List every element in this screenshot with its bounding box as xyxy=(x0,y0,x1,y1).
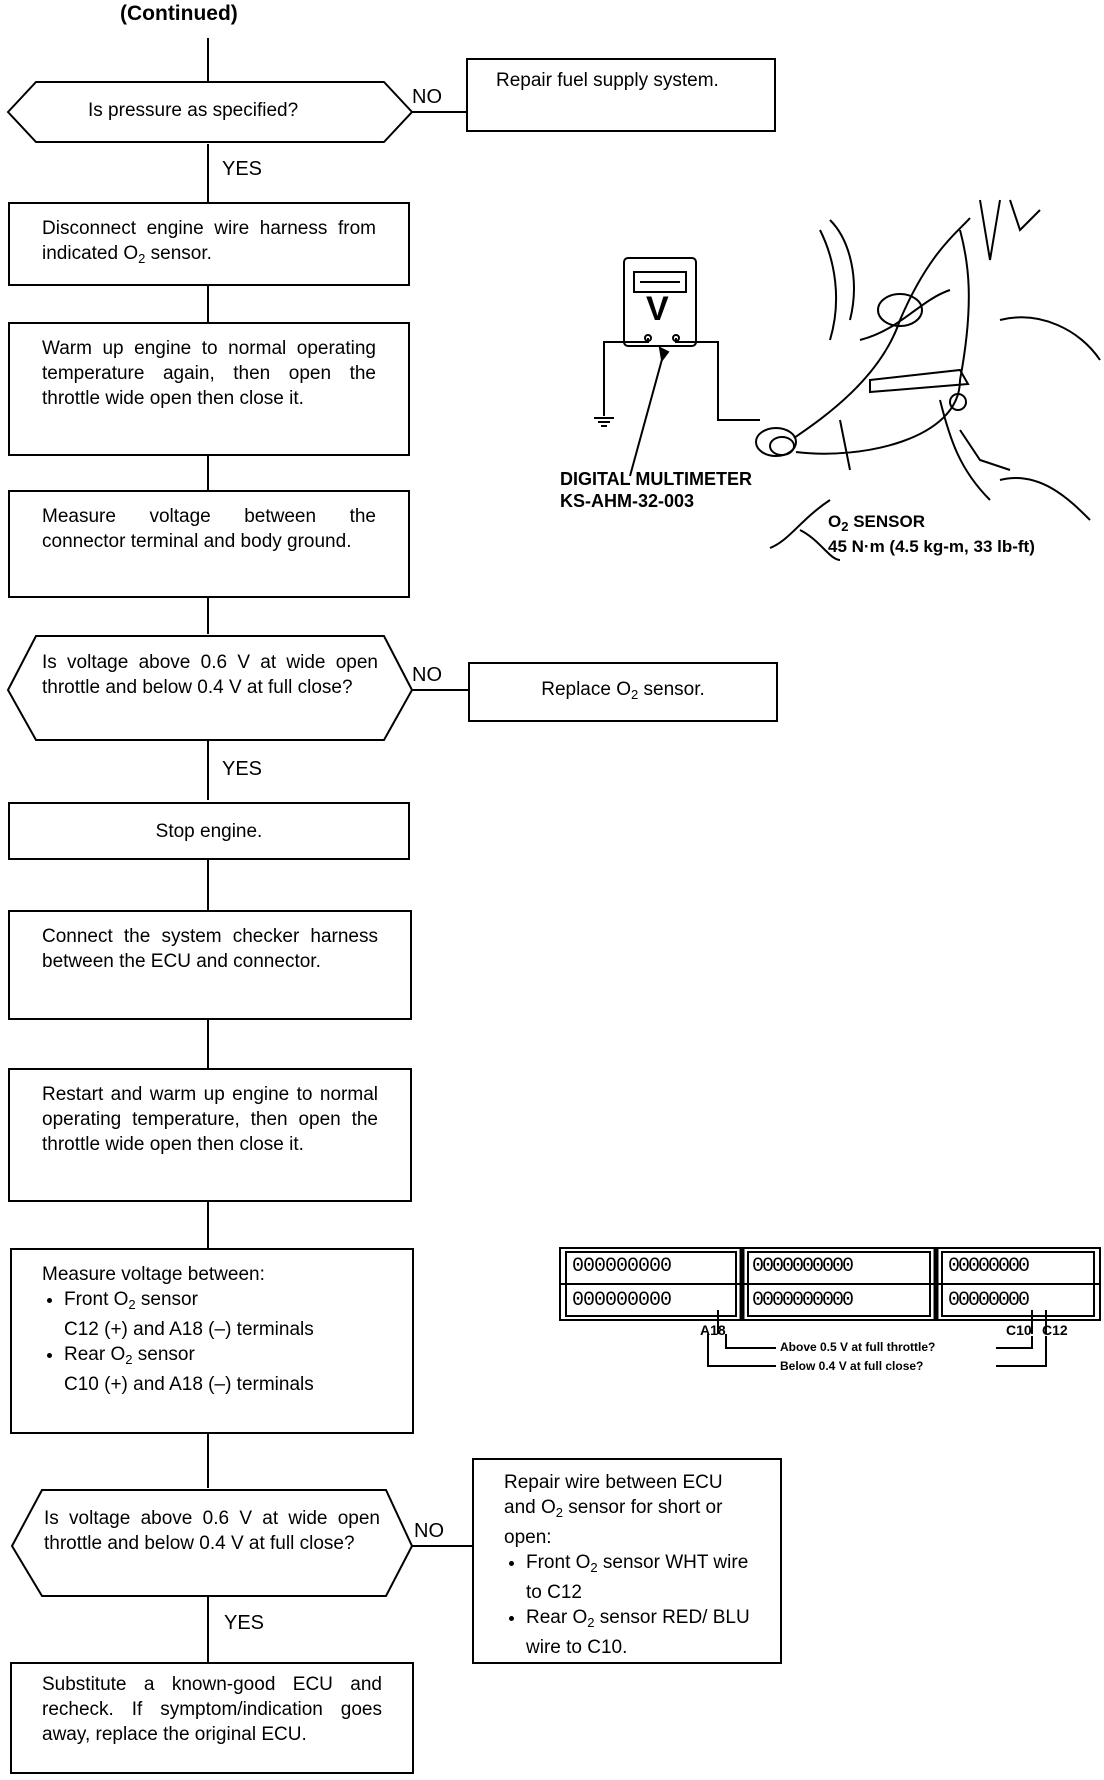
measure-voltage-box: Measure voltage between the connector te… xyxy=(8,490,410,598)
disconnect-harness-box: Disconnect engine wire harness from indi… xyxy=(8,202,410,286)
page-title: (Continued) xyxy=(120,2,238,25)
measure-terminals-heading: Measure voltage between: xyxy=(42,1264,265,1285)
replace-o2-text-a: Replace O xyxy=(541,679,631,700)
repair-wire-box: Repair wire between ECU and O2 sensor fo… xyxy=(472,1458,782,1664)
repair-wire-front-item: Front O2 sensor WHT wire to C12 xyxy=(526,1550,750,1605)
replace-o2-text-b: sensor. xyxy=(638,679,705,700)
o2-sensor-torque: 45 N·m (4.5 kg-m, 33 lb-ft) xyxy=(828,537,1035,556)
decision-1-no-label: NO xyxy=(412,86,442,108)
measure-voltage-text: Measure voltage between the connector te… xyxy=(42,506,376,552)
decision-2-yes-label: YES xyxy=(222,758,263,780)
connect-checker-text: Connect the system checker harness betwe… xyxy=(42,926,378,972)
measure-terminals-box: Measure voltage between: Front O2 sensor… xyxy=(10,1248,414,1434)
pin-c12-label: C12 xyxy=(1042,1322,1068,1338)
decision-1-yes-label: YES xyxy=(222,158,263,180)
repair-fuel-supply-text: Repair fuel supply system. xyxy=(496,70,719,91)
substitute-ecu-text: Substitute a known-good ECU and recheck.… xyxy=(42,1674,382,1745)
note-above-label: Above 0.5 V at full throttle? xyxy=(780,1340,936,1354)
decision-3-no-label: NO xyxy=(414,1520,444,1542)
note-below-label: Below 0.4 V at full close? xyxy=(780,1359,924,1373)
o2-sensor-label-b: SENSOR xyxy=(848,512,925,531)
measure-front-sub: 2 xyxy=(128,1297,136,1312)
repair-rear-text-b: sensor RED/ BLU wire to C10. xyxy=(526,1607,750,1658)
repair-front-text-b: sensor WHT wire to C12 xyxy=(526,1552,749,1603)
decision-3-text: Is voltage above 0.6 V at wide open thro… xyxy=(44,1508,380,1554)
disconnect-harness-text-b: sensor. xyxy=(145,243,212,264)
o2-sensor-label-sub: 2 xyxy=(841,519,849,534)
repair-wire-head-b: sensor for short or open: xyxy=(504,1497,723,1548)
o2-sensor-label-a: O xyxy=(828,512,842,531)
connector-row1-a: 000000000 xyxy=(572,1255,672,1278)
connector-row1-c: 00000000 xyxy=(948,1255,1030,1278)
multimeter-v-letter: V xyxy=(646,290,669,328)
replace-o2-sub: 2 xyxy=(631,687,639,702)
connector-row2-c: 00000000 xyxy=(948,1289,1030,1312)
restart-engine-text: Restart and warm up engine to normal ope… xyxy=(42,1084,378,1155)
multimeter-label: DIGITAL MULTIMETER KS-AHM-32-003 xyxy=(560,468,752,512)
ecu-connector-illustration xyxy=(559,1247,1101,1367)
pin-a18-label: A18 xyxy=(700,1322,726,1338)
measure-rear-text-b: sensor xyxy=(132,1344,195,1365)
repair-wire-rear-item: Rear O2 sensor RED/ BLU wire to C10. xyxy=(526,1605,750,1660)
measure-front-text-b: sensor xyxy=(135,1289,198,1310)
repair-front-sub: 2 xyxy=(590,1560,598,1575)
repair-front-text-a: Front O xyxy=(526,1552,591,1573)
repair-wire-list: Front O2 sensor WHT wire to C12 Rear O2 … xyxy=(504,1550,750,1660)
substitute-ecu-box: Substitute a known-good ECU and recheck.… xyxy=(10,1662,414,1774)
multimeter-label-line2: KS-AHM-32-003 xyxy=(560,491,695,511)
decision-shape-1 xyxy=(6,81,414,143)
repair-wire-heading: Repair wire between ECU and O2 sensor fo… xyxy=(504,1470,750,1550)
repair-fuel-supply-box: Repair fuel supply system. xyxy=(466,58,776,132)
o2-sensor-label: O2 SENSOR 45 N·m (4.5 kg-m, 33 lb-ft) xyxy=(828,512,1035,557)
measure-rear-sub: 2 xyxy=(125,1352,133,1367)
connector-row2-a: 000000000 xyxy=(572,1289,672,1312)
connector-row2-b: 0000000000 xyxy=(752,1289,854,1312)
measure-rear-terminals: C10 (+) and A18 (–) terminals xyxy=(64,1374,314,1395)
decision-shape-2 xyxy=(6,635,414,741)
multimeter-label-line1: DIGITAL MULTIMETER xyxy=(560,469,752,489)
warm-up-engine-text: Warm up engine to normal operating tempe… xyxy=(42,338,376,409)
decision-1-text: Is pressure as specified? xyxy=(88,100,299,121)
connector-row1-b: 0000000000 xyxy=(752,1255,854,1278)
repair-rear-text-a: Rear O xyxy=(526,1607,588,1628)
decision-3-yes-label: YES xyxy=(224,1612,265,1634)
disconnect-harness-sub: 2 xyxy=(138,251,146,266)
replace-o2-sensor-box: Replace O2 sensor. xyxy=(468,662,778,722)
measure-front-terminals: C12 (+) and A18 (–) terminals xyxy=(64,1319,314,1340)
decision-shape-3 xyxy=(10,1489,414,1597)
connect-checker-box: Connect the system checker harness betwe… xyxy=(8,910,412,1020)
warm-up-engine-box: Warm up engine to normal operating tempe… xyxy=(8,322,410,456)
decision-2-no-label: NO xyxy=(412,664,442,686)
repair-wire-head-a: Repair wire between ECU and O xyxy=(504,1472,723,1518)
measure-front-text-a: Front O xyxy=(64,1289,129,1310)
multimeter-illustration xyxy=(594,257,760,477)
disconnect-harness-text-a: Disconnect engine wire harness from indi… xyxy=(42,218,376,264)
repair-rear-sub: 2 xyxy=(587,1615,595,1630)
stop-engine-text: Stop engine. xyxy=(155,820,263,842)
decision-2-text: Is voltage above 0.6 V at wide open thro… xyxy=(42,652,378,698)
repair-wire-head-sub: 2 xyxy=(555,1505,563,1520)
pin-c10-label: C10 xyxy=(1006,1322,1032,1338)
restart-engine-box: Restart and warm up engine to normal ope… xyxy=(8,1068,412,1202)
measure-rear-text-a: Rear O xyxy=(64,1344,126,1365)
stop-engine-box: Stop engine. xyxy=(8,802,410,860)
o2-sensor-illustration xyxy=(755,199,1101,561)
